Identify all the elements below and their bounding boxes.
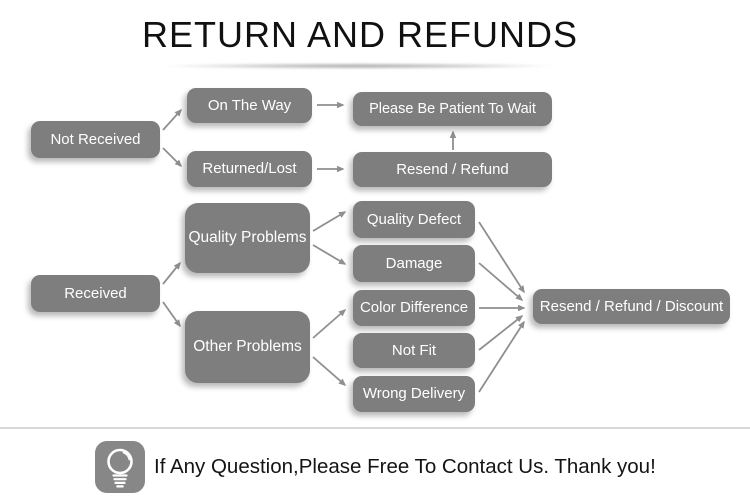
arrow-not-received-to-returned-lost (162, 147, 183, 168)
node-quality-defect: Quality Defect (353, 201, 475, 238)
page-title: RETURN AND REFUNDS (141, 14, 579, 55)
footer-divider (0, 427, 750, 429)
node-label: Resend / Refund (396, 160, 509, 178)
node-label: Received (64, 284, 127, 302)
arrow-not-fit-to-final (478, 315, 524, 351)
node-damage: Damage (353, 245, 475, 282)
node-other-problems: Other Problems (185, 311, 310, 383)
title-underline (160, 63, 558, 69)
node-returned-lost: Returned/Lost (187, 151, 312, 187)
arrow-other-problems-to-wrong-delivery (312, 356, 347, 386)
node-resend-refund-discount: Resend / Refund / Discount (533, 289, 730, 324)
node-label: Quality Problems (188, 229, 307, 247)
node-color-difference: Color Difference (353, 290, 475, 326)
node-label: Resend / Refund / Discount (539, 297, 724, 315)
footer-message: If Any Question,Please Free To Contact U… (154, 455, 656, 478)
node-quality-problems: Quality Problems (185, 203, 310, 273)
arrow-damage-to-final (478, 262, 524, 301)
node-label: Other Problems (193, 338, 302, 356)
arrow-received-to-other-problems (162, 301, 181, 328)
arrow-quality-problems-to-quality-defect (312, 211, 347, 232)
node-label: Damage (385, 254, 443, 272)
arrow-quality-problems-to-damage (312, 244, 347, 265)
node-label: Not Received (50, 130, 141, 148)
node-label: On The Way (207, 96, 292, 114)
arrow-not-received-to-on-the-way (162, 108, 183, 131)
arrow-other-problems-to-color-difference (312, 309, 347, 339)
node-please-be-patient: Please Be Patient To Wait (353, 92, 552, 126)
node-not-received: Not Received (31, 121, 160, 158)
node-not-fit: Not Fit (353, 333, 475, 368)
node-label: Quality Defect (366, 210, 462, 228)
arrow-wrong-delivery-to-final (478, 320, 525, 393)
footer: If Any Question,Please Free To Contact U… (95, 441, 656, 493)
node-resend-refund: Resend / Refund (353, 152, 552, 187)
node-label: Wrong Delivery (362, 385, 466, 403)
node-label: Not Fit (391, 341, 437, 359)
node-received: Received (31, 275, 160, 312)
node-label: Please Be Patient To Wait (369, 100, 536, 117)
arrow-quality-defect-to-final (478, 221, 525, 294)
node-wrong-delivery: Wrong Delivery (353, 376, 475, 412)
arrow-received-to-quality-problems (162, 261, 181, 285)
light-bulb-icon (95, 441, 145, 493)
node-label: Returned/Lost (202, 160, 297, 178)
node-on-the-way: On The Way (187, 88, 312, 123)
node-label: Color Difference (359, 299, 469, 317)
